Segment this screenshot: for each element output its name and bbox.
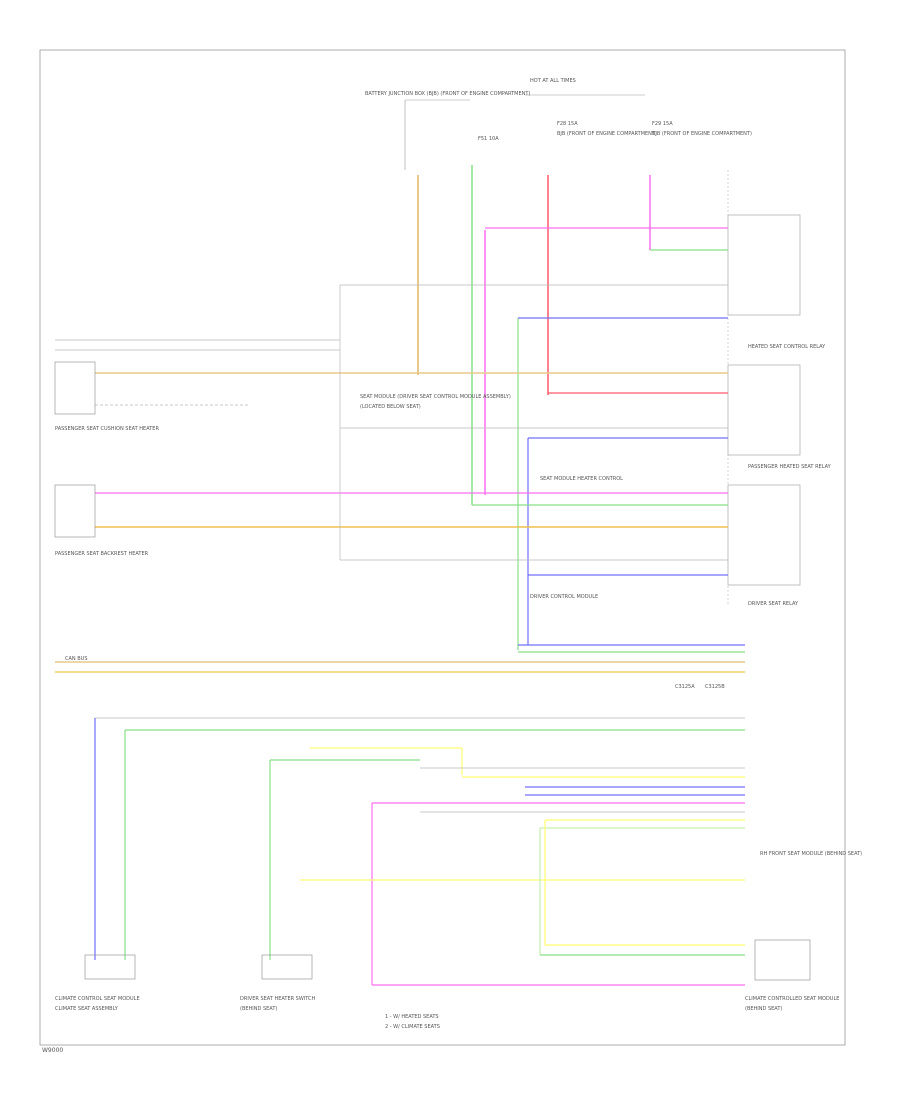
module-left-top [54, 361, 96, 415]
relay-1-label: HEATED SEAT CONTROL RELAY [748, 344, 826, 350]
connector-pin-2: C3125B [705, 684, 725, 690]
module-bottom-right [754, 939, 811, 981]
module-center2-label: DRIVER CONTROL MODULE [530, 594, 598, 600]
top-fuse-b-note: BJB (FRONT OF ENGINE COMPARTMENT) [557, 131, 657, 137]
module-bottom-center-note: (BEHIND SEAT) [240, 1006, 277, 1012]
diagram-frame [39, 49, 846, 1046]
footer-code: W9000 [42, 1047, 63, 1054]
relay-3-label: DRIVER SEAT RELAY [748, 601, 799, 607]
module-center-note: (LOCATED BELOW SEAT) [360, 404, 421, 410]
module-left-mid [54, 484, 96, 538]
bus-label: CAN BUS [65, 656, 88, 662]
module-bottom-right-note: (BEHIND SEAT) [745, 1006, 782, 1012]
top-sub-a-label: BATTERY JUNCTION BOX (BJB) (FRONT OF ENG… [365, 91, 530, 97]
module-center-label: SEAT MODULE (DRIVER SEAT CONTROL MODULE … [360, 394, 511, 400]
legend-2: 2 - W/ CLIMATE SEATS [385, 1024, 440, 1030]
module-mid-right-label: SEAT MODULE HEATER CONTROL [540, 476, 623, 482]
top-fuse-c-note: BJB (FRONT OF ENGINE COMPARTMENT) [652, 131, 752, 137]
top-fuse-c-label: F29 15A [652, 121, 673, 127]
module-bottom-left [84, 954, 136, 980]
relay-box-1 [727, 214, 801, 316]
top-fuse-b-label: F28 15A [557, 121, 578, 127]
top-fuse-a-label: F51 10A [478, 136, 499, 142]
module-left-mid-label: PASSENGER SEAT BACKREST HEATER [55, 551, 149, 557]
relay-box-3 [727, 484, 801, 586]
relay-2-label: PASSENGER HEATED SEAT RELAY [748, 464, 832, 470]
module-bottom-left-label: CLIMATE CONTROL SEAT MODULE [55, 996, 140, 1002]
module-bottom-right-label: CLIMATE CONTROLLED SEAT MODULE [745, 996, 839, 1002]
legend-1: 1 - W/ HEATED SEATS [385, 1014, 439, 1020]
connector-pin-1: C3125A [675, 684, 695, 690]
module-bottom-left-note: CLIMATE SEAT ASSEMBLY [55, 1006, 119, 1012]
module-bottom-center [261, 954, 313, 980]
module-bottom-center-label: DRIVER SEAT HEATER SWITCH [240, 996, 316, 1002]
top-fuse-panel-label: HOT AT ALL TIMES [530, 78, 576, 84]
module-left-top-label: PASSENGER SEAT CUSHION SEAT HEATER [55, 426, 159, 432]
module-right-side-label: RH FRONT SEAT MODULE (BEHIND SEAT) [760, 851, 862, 857]
relay-box-2 [727, 364, 801, 456]
